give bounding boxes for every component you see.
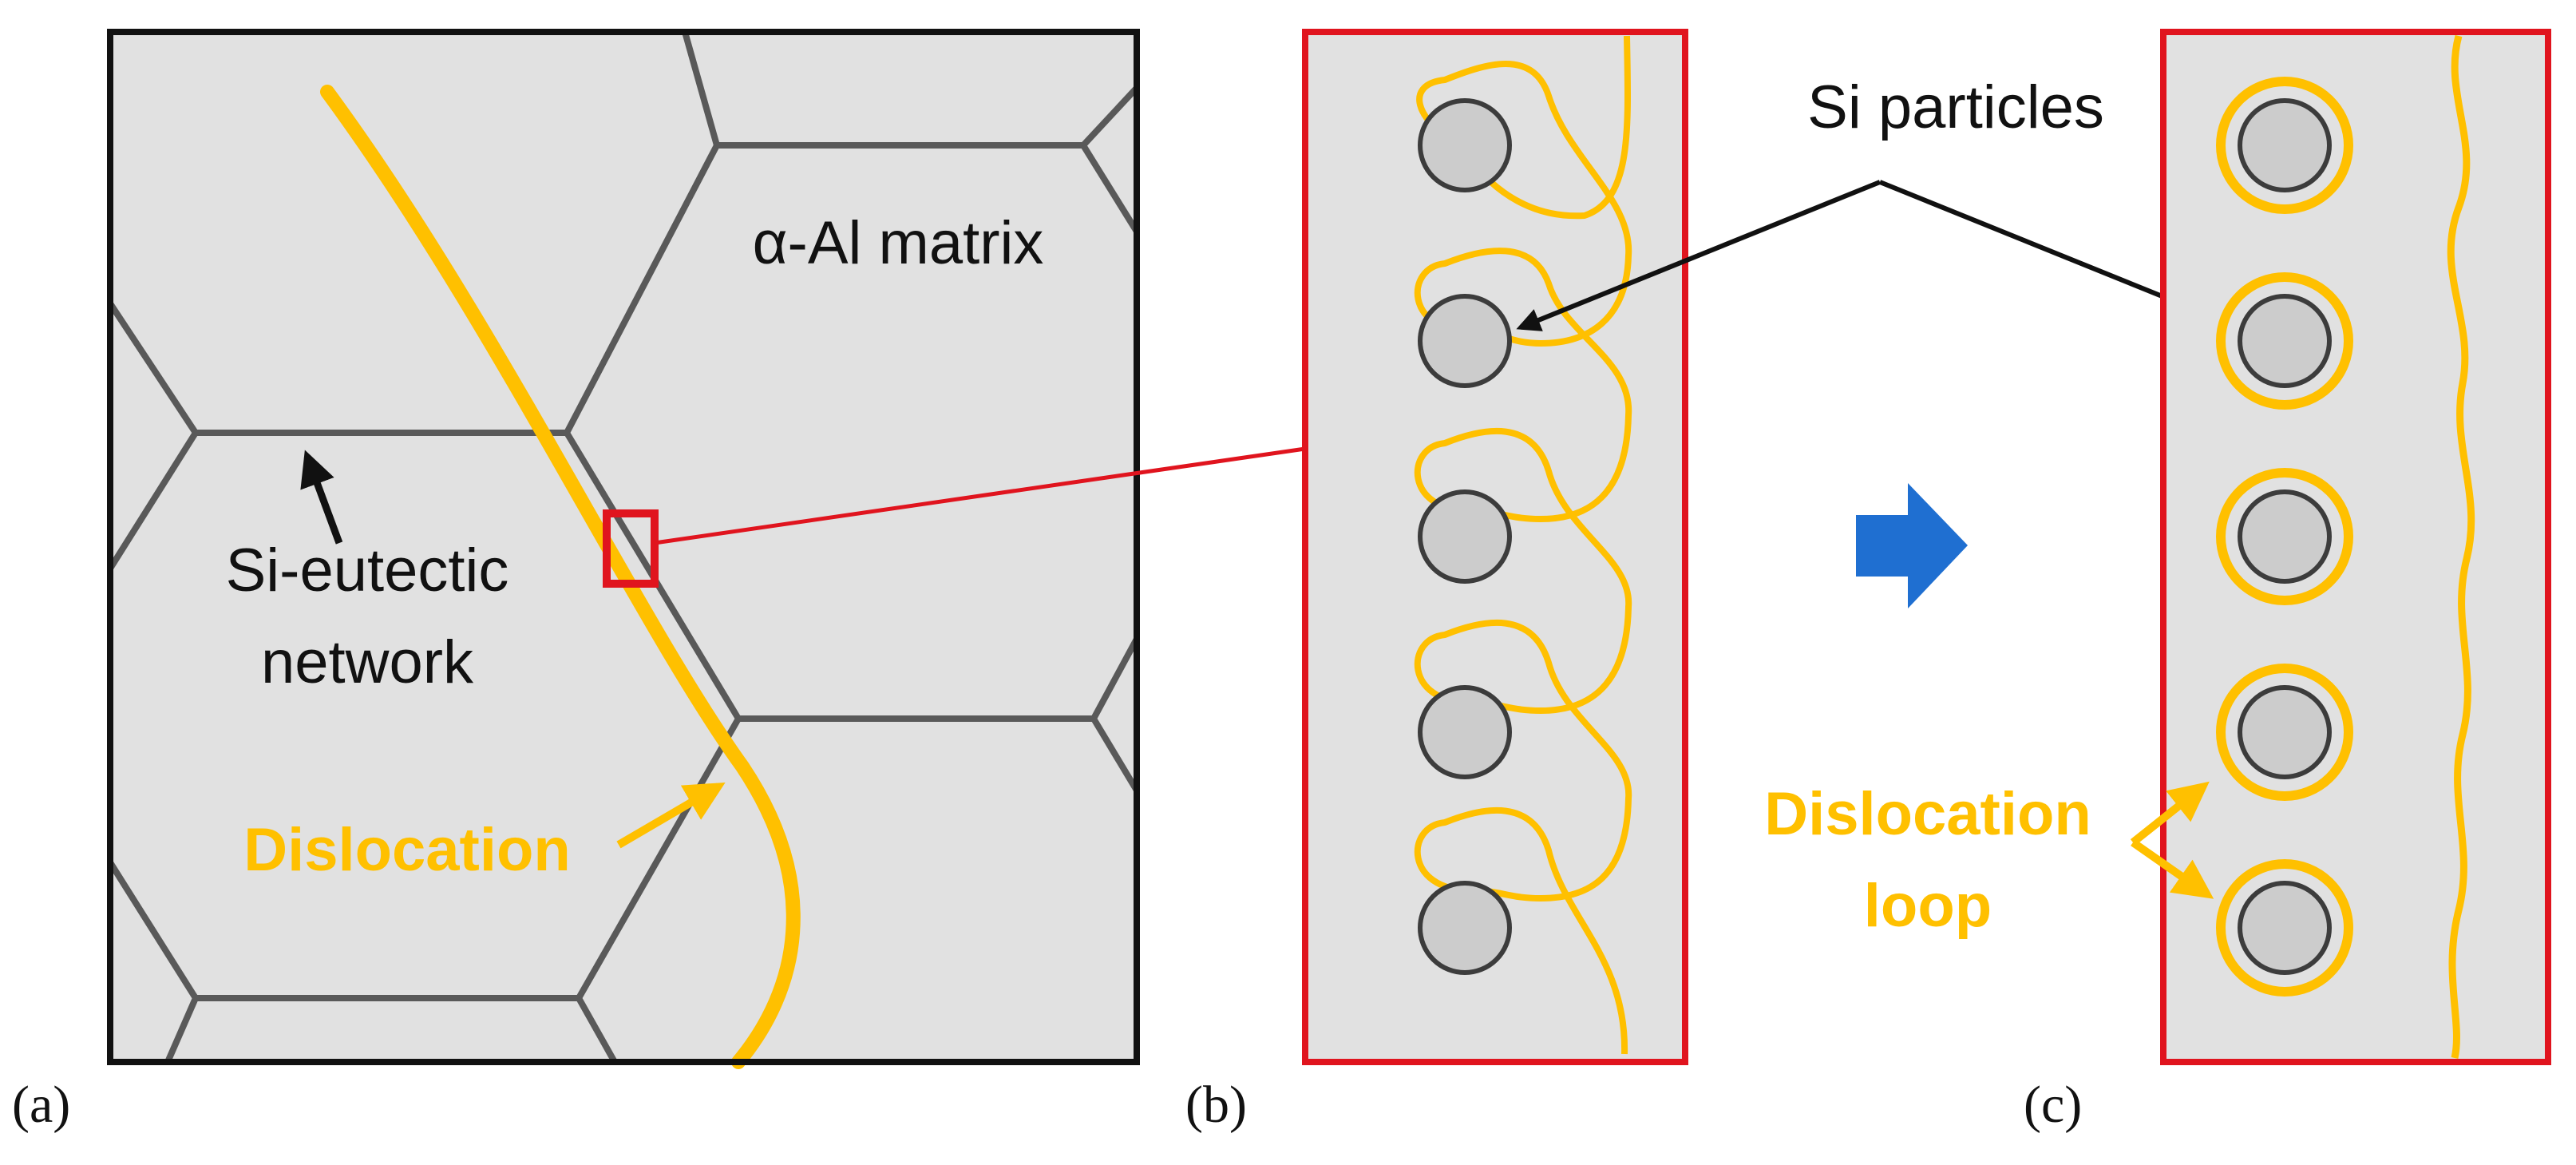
dislocation-loop xyxy=(2216,77,2353,214)
panel-b: (b) xyxy=(1185,29,1688,1134)
si-particle xyxy=(2238,881,2332,975)
panel-c: Dislocation loop (c) xyxy=(1764,29,2551,1134)
bowing-dislocation-line xyxy=(1414,35,1632,1055)
dislocation-loop xyxy=(2216,468,2353,605)
zoom-region-box xyxy=(603,509,659,588)
si-particles-c xyxy=(2238,98,2332,975)
si-particles-b xyxy=(1418,98,1512,975)
dislocation-pointer-arrow xyxy=(616,782,726,849)
panel-a: α-Al matrix Si-eutectic network Dislocat… xyxy=(12,29,1140,1134)
si-particle xyxy=(1418,489,1512,584)
panel-c-tag: (c) xyxy=(2024,1076,2082,1134)
panel-a-background xyxy=(110,32,1137,1062)
si-particle xyxy=(2238,685,2332,779)
dislocation-loop xyxy=(2216,272,2353,410)
loop-pointer-upper xyxy=(2130,781,2210,846)
si-particle xyxy=(2238,489,2332,584)
si-particles-pointer-left xyxy=(1516,180,1882,331)
released-dislocation-line xyxy=(2447,34,2475,1059)
dislocation-label: Dislocation xyxy=(243,816,571,884)
si-particle xyxy=(1418,98,1512,192)
si-particles-label: Si particles xyxy=(1807,73,2104,141)
dislocation-loop-label-line1: Dislocation xyxy=(1764,780,2091,848)
panel-c-frame xyxy=(2160,29,2551,1065)
dislocation-loops xyxy=(2216,77,2353,997)
network-label-line1: Si-eutectic xyxy=(226,537,509,604)
transition-arrow xyxy=(1856,483,1968,608)
network-pointer-arrow xyxy=(300,450,343,545)
panel-b-frame xyxy=(1302,29,1688,1065)
network-label-line2: network xyxy=(261,628,474,696)
dislocation-line xyxy=(320,85,801,1069)
panel-a-tag: (a) xyxy=(12,1076,70,1134)
si-particle xyxy=(1418,685,1512,779)
zoom-connector-line xyxy=(654,446,1306,545)
si-particle xyxy=(2238,294,2332,388)
matrix-label: α-Al matrix xyxy=(753,209,1044,277)
si-particle xyxy=(1418,294,1512,388)
grain-boundary-network xyxy=(110,32,1137,1062)
si-particles-callout: Si particles xyxy=(1516,73,2240,331)
si-particle xyxy=(2238,98,2332,192)
panel-b-tag: (b) xyxy=(1185,1076,1247,1134)
loop-pointer-lower xyxy=(2131,838,2214,899)
dislocation-loop xyxy=(2216,859,2353,997)
dislocation-loop xyxy=(2216,664,2353,801)
si-particle xyxy=(1418,881,1512,975)
dislocation-loop-label-line2: loop xyxy=(1864,872,1992,940)
panel-a-frame xyxy=(107,29,1140,1065)
